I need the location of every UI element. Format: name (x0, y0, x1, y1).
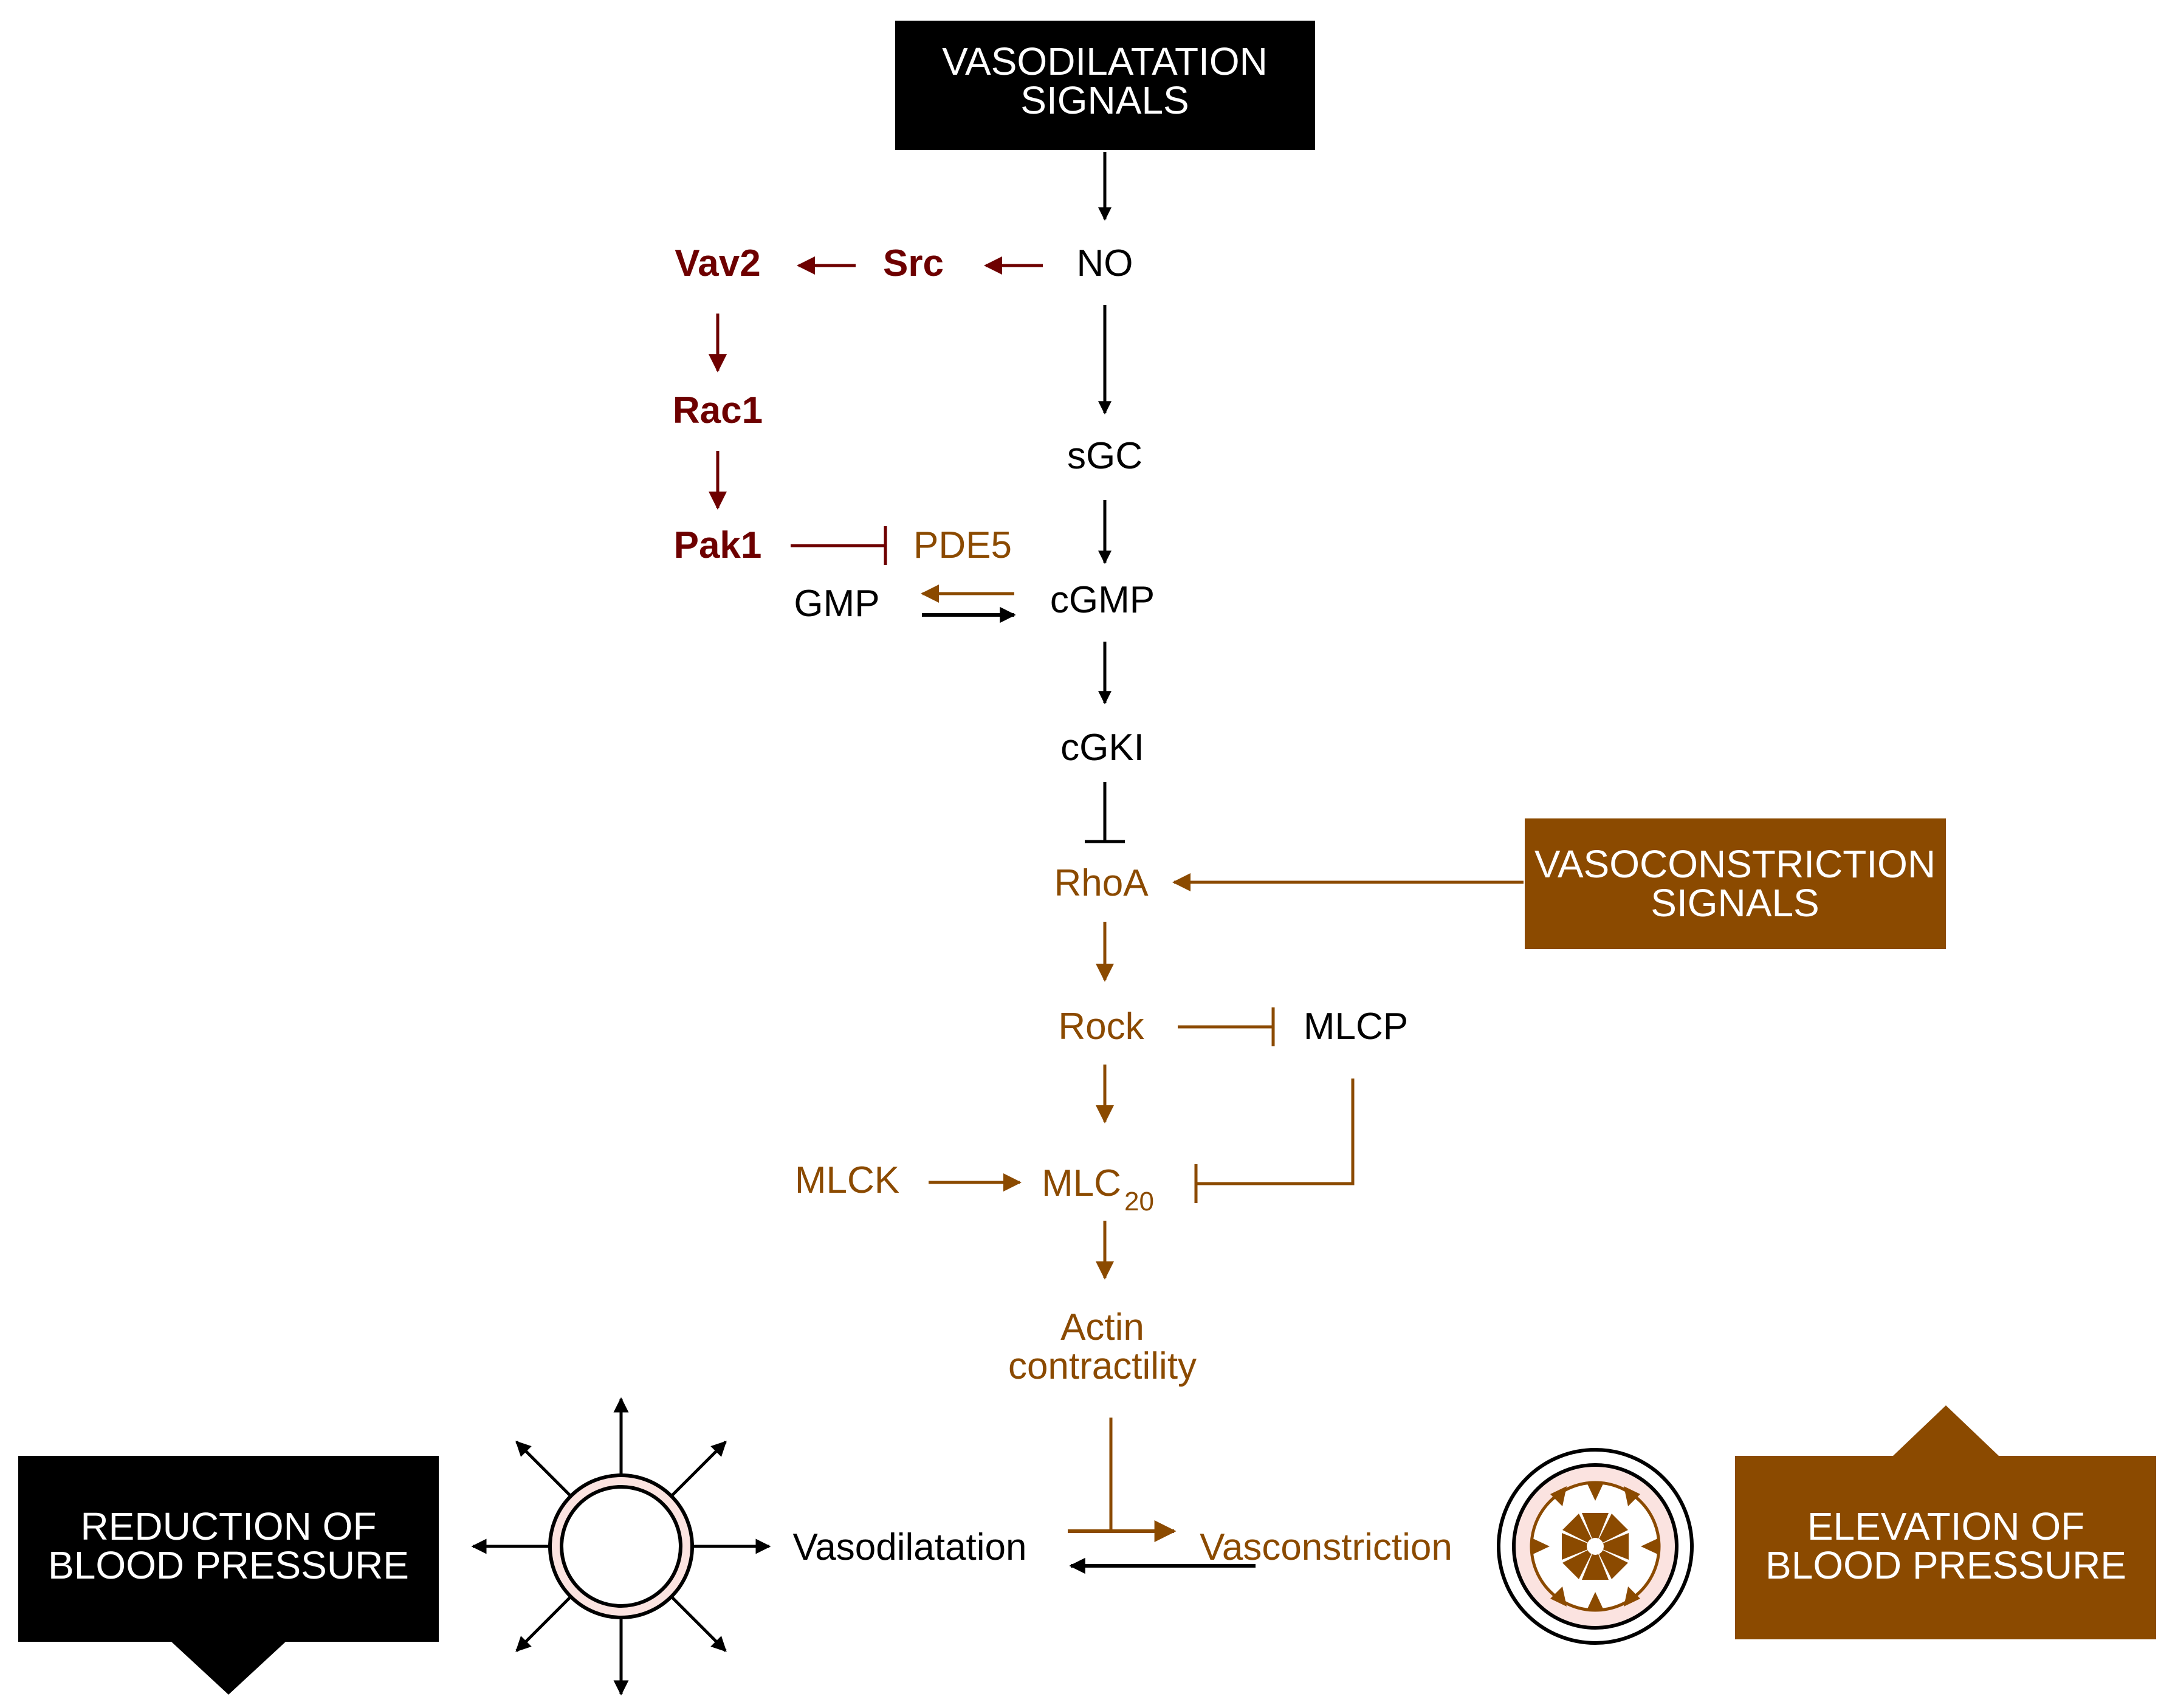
node-mlc20-main: MLC (1042, 1162, 1121, 1204)
down-arrow-block-icon (171, 1642, 286, 1695)
vasodilatation-signals-line1: VASODILATATION (942, 39, 1268, 83)
node-rhoa: RhoA (1054, 862, 1149, 904)
node-mlc20-subscript: 20 (1124, 1187, 1154, 1216)
node-rac1: Rac1 (673, 389, 763, 431)
reduction-bp-line2: BLOOD PRESSURE (48, 1543, 409, 1587)
node-vasodilatation: Vasodilatation (793, 1526, 1027, 1568)
brown-pathway-arrows (921, 585, 1524, 1542)
maroon-pathway-arrows (709, 256, 1043, 510)
node-cgki: cGKI (1060, 727, 1144, 769)
up-arrow-block-icon (1893, 1405, 1999, 1456)
node-sgc: sGC (1067, 435, 1142, 477)
node-cgmp: cGMP (1050, 579, 1155, 621)
node-actin-line2: contractility (1008, 1345, 1197, 1387)
constricted-vessel-icon (1497, 1448, 1694, 1645)
vasoconstriction-signals-line1: VASOCONSTRICTION (1534, 842, 1936, 886)
node-actin-line1: Actin (1060, 1306, 1144, 1348)
node-src: Src (883, 242, 944, 284)
node-mlc20: MLC 20 (1042, 1162, 1154, 1216)
node-mlcp: MLCP (1304, 1006, 1408, 1048)
constriction-center-arrows (1562, 1513, 1629, 1580)
node-pak1: Pak1 (674, 524, 762, 566)
elevation-bp-line1: ELEVATION OF (1807, 1504, 2084, 1548)
node-mlck: MLCK (795, 1159, 899, 1201)
node-vasconstriction: Vasconstriction (1200, 1526, 1452, 1568)
node-pde5: PDE5 (913, 524, 1012, 566)
elevation-of-blood-pressure-box: ELEVATION OF BLOOD PRESSURE (1735, 1405, 2156, 1639)
reduction-of-blood-pressure-box: REDUCTION OF BLOOD PRESSURE (18, 1456, 439, 1695)
vasoconstriction-signals-box: VASOCONSTRICTION SIGNALS (1525, 818, 1946, 949)
vasodilatation-signals-line2: SIGNALS (1020, 78, 1189, 122)
node-no: NO (1077, 242, 1133, 284)
dilated-vessel-icon (471, 1397, 771, 1696)
node-gmp: GMP (794, 583, 879, 625)
elevation-bp-line2: BLOOD PRESSURE (1765, 1543, 2126, 1587)
reduction-bp-line1: REDUCTION OF (80, 1504, 376, 1548)
node-vav2: Vav2 (675, 242, 760, 284)
vasodilatation-signals-box: VASODILATATION SIGNALS (895, 21, 1315, 150)
vasoconstriction-signals-line2: SIGNALS (1651, 881, 1819, 925)
brown-inhibition-lines (1109, 1007, 1355, 1529)
inhibit-cgki-rhoa (1085, 782, 1125, 843)
node-rock: Rock (1058, 1006, 1144, 1048)
inhibit-pak1-pde5 (791, 526, 887, 565)
black-pathway-arrows (922, 152, 1256, 1574)
